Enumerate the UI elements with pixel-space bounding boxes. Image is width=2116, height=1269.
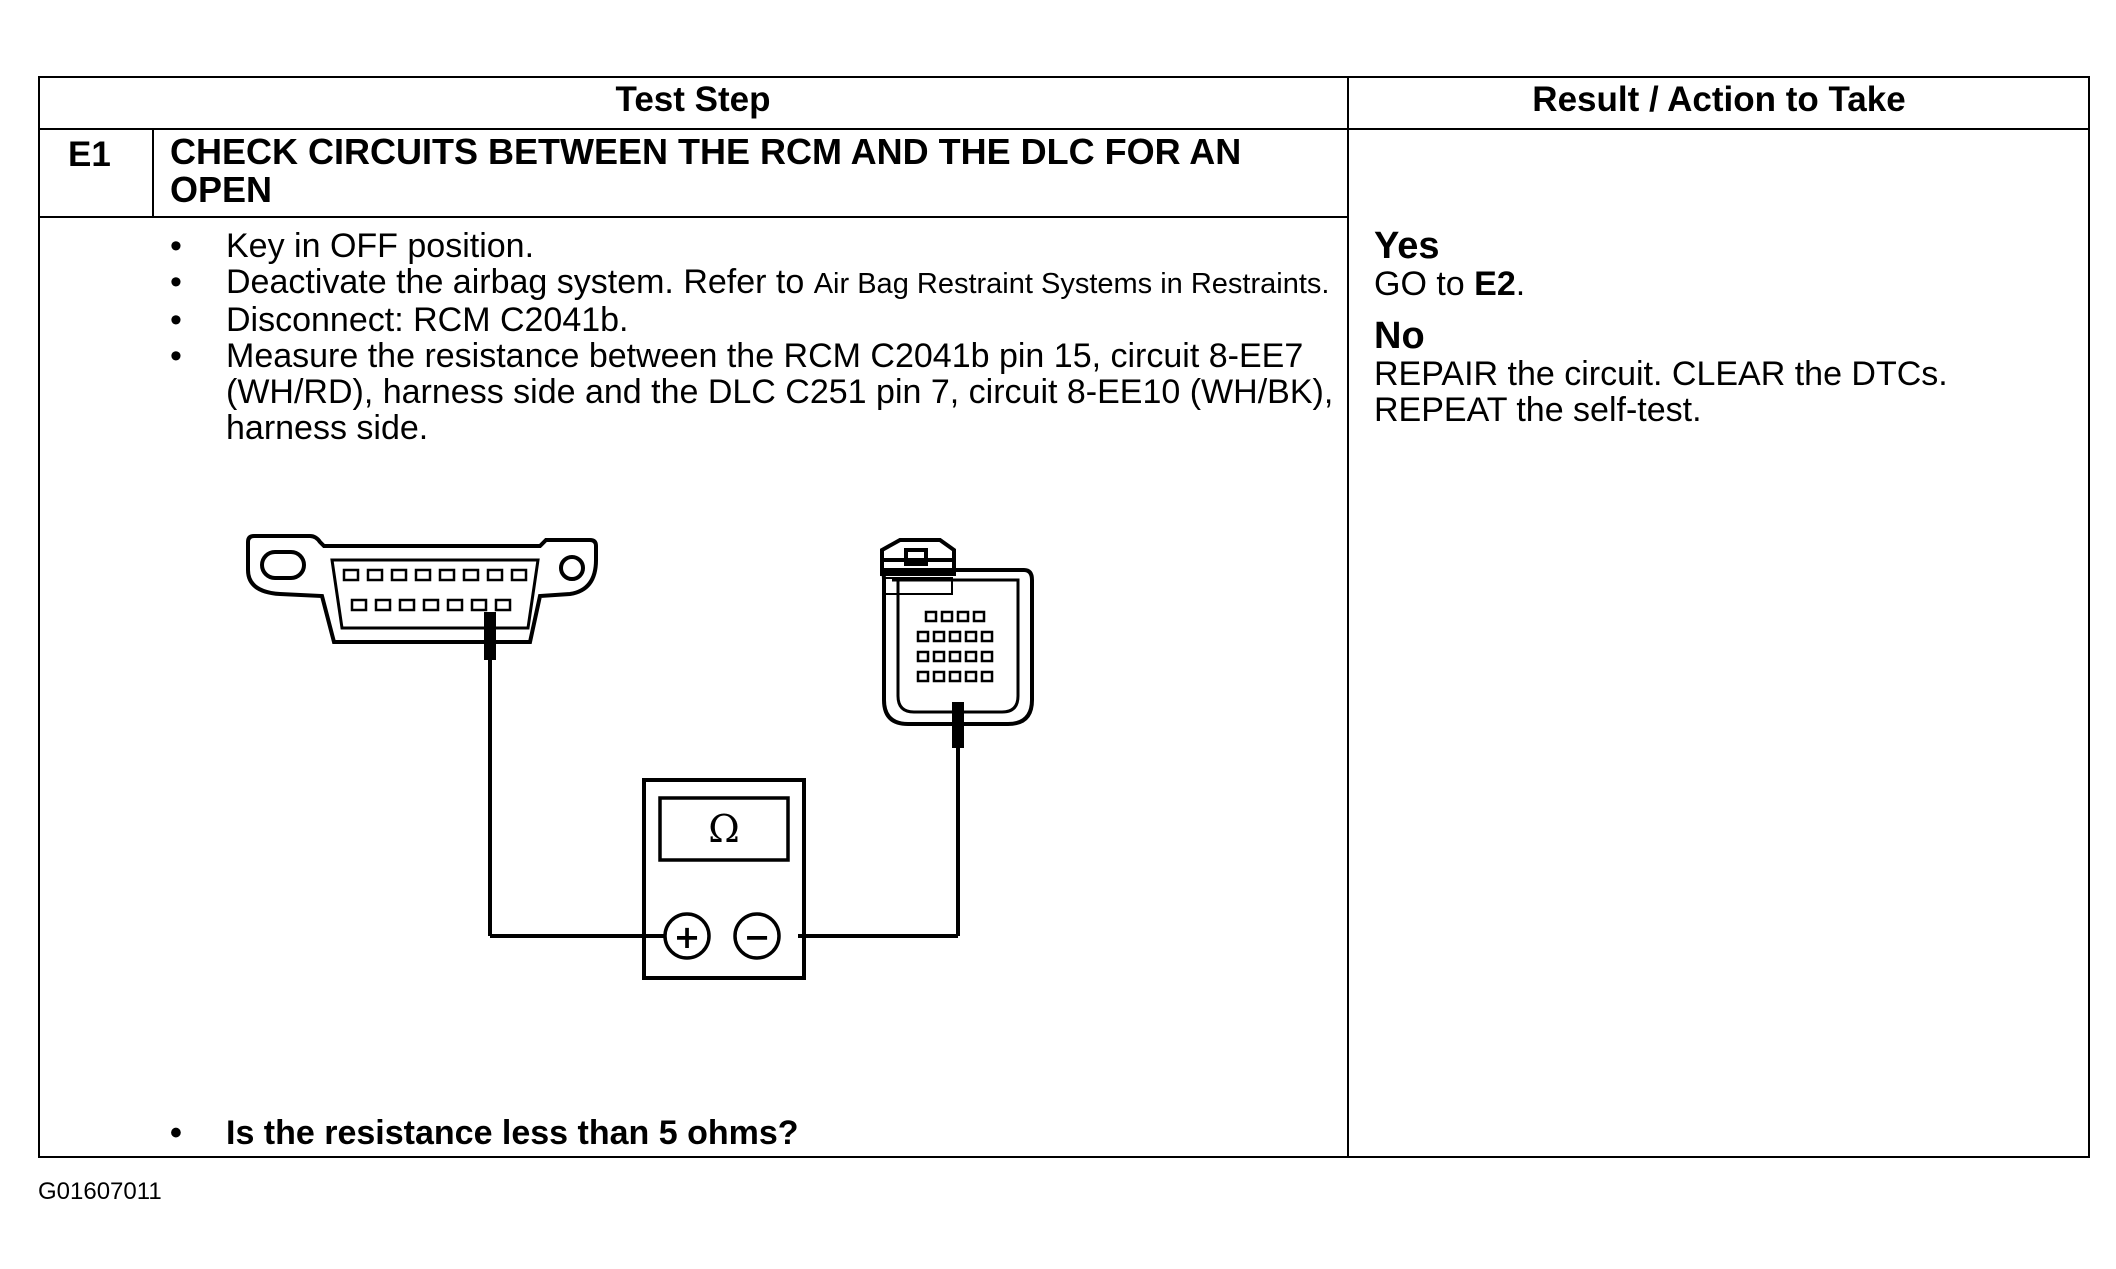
yes-action: GO to E2. [1374,266,2074,302]
list-item: • Disconnect: RCM C2041b. [170,302,1340,338]
instruction-list: • Key in OFF position. • Deactivate the ai… [170,228,1340,446]
header-divider [39,128,2089,130]
ohmmeter-icon: Ω + − [642,778,806,980]
question-text: • Is the resistance less than 5 ohms? [170,1114,799,1153]
yes-action-suffix: . [1515,265,1526,303]
wiring-diagram: Ω + − [246,534,1034,980]
yes-label: Yes [1374,225,1440,267]
instruction-text: Deactivate the airbag system. Refer to [226,263,814,301]
bullet-glyph: • [170,227,182,265]
list-item: • Key in OFF position. [170,228,1340,264]
step-id-divider [152,129,154,217]
rcm-probe [798,702,964,938]
list-item: •Deactivate the airbag system. Refer to … [170,264,1340,302]
test-step-table [38,76,2090,1158]
bullet-glyph: • [170,337,182,375]
yes-action-target: E2 [1474,265,1516,303]
yes-action-prefix: GO to [1374,265,1475,303]
no-label: No [1374,315,1425,357]
instruction-text: Measure the resistance between the RCM C… [226,337,1334,447]
figure-id: G01607011 [38,1178,162,1205]
question-label: Is the resistance less than 5 ohms? [226,1114,799,1152]
header-test-step: Test Step [615,80,771,119]
dlc-probe [484,612,666,938]
list-item: • Measure the resistance between the RCM … [170,338,1340,446]
minus-terminal-symbol: − [744,918,771,956]
header-result-action: Result / Action to Take [1532,80,1906,119]
instruction-text: Disconnect: RCM C2041b. [226,301,629,339]
ohm-symbol: Ω [708,807,740,851]
reference-link-text: Air Bag Restraint Systems in Restraints. [813,268,1330,300]
column-divider [1347,77,1349,1157]
plus-terminal-symbol: + [674,918,701,956]
step-title-divider [39,216,1348,218]
dlc-connector-icon [246,534,598,644]
rcm-pin-grid [916,610,994,683]
instruction-text: Key in OFF position. [226,227,535,265]
dlc-pin-row [342,568,528,612]
bullet-glyph: • [170,263,182,301]
step-id: E1 [68,135,111,174]
bullet-glyph: • [170,301,182,339]
bullet-glyph: • [170,1114,182,1152]
step-title: CHECK CIRCUITS BETWEEN THE RCM AND THE D… [170,131,1242,210]
no-action: REPAIR the circuit. CLEAR the DTCs. REPE… [1374,355,1948,429]
result-column: Yes GO to E2. No REPAIR the circuit. CLE… [1374,226,2074,428]
